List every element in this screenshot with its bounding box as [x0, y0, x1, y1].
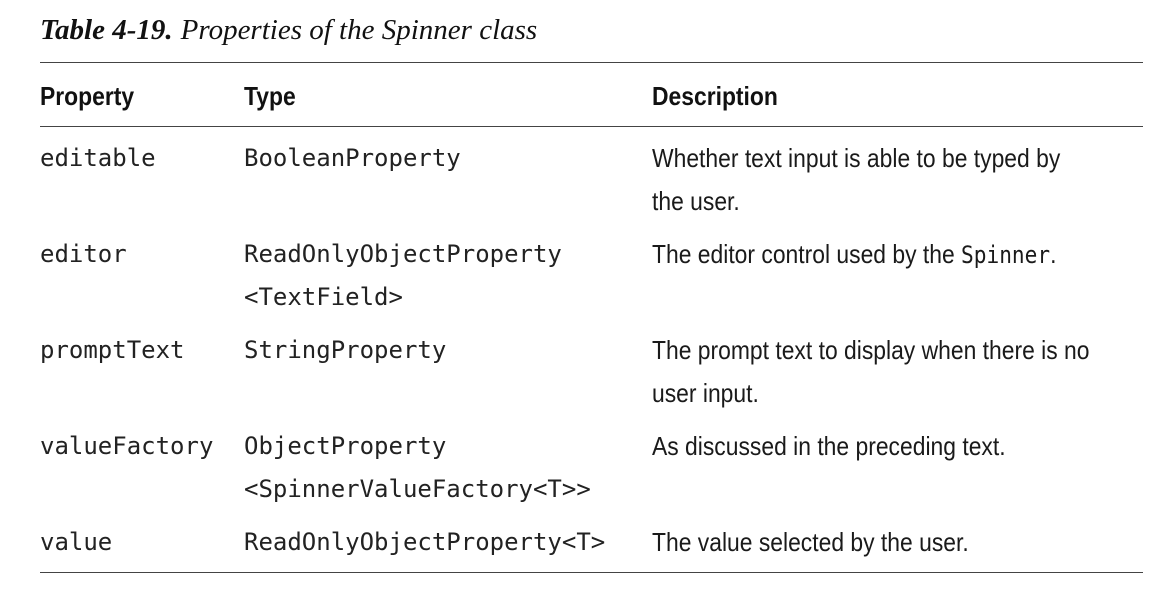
description-code: Spinner	[961, 241, 1051, 269]
header-description: Description	[652, 81, 778, 111]
row-description: The prompt text to display when there is…	[652, 329, 1145, 415]
row-description: As discussed in the preceding text.	[652, 431, 1006, 461]
row-type: StringProperty	[244, 336, 447, 364]
description-line: user input.	[652, 378, 759, 408]
row-property: value	[40, 528, 113, 556]
row-description: The editor control used by the Spinner.	[652, 233, 1145, 277]
description-text: .	[1050, 239, 1057, 269]
bottom-rule	[40, 572, 1143, 573]
row-property: editable	[40, 144, 156, 172]
type-line: ReadOnlyObjectProperty	[244, 240, 562, 268]
row-description: Whether text input is able to be typed b…	[652, 137, 1145, 223]
type-line: <SpinnerValueFactory<T>>	[244, 475, 591, 503]
header-rule	[40, 126, 1143, 127]
row-type: ReadOnlyObjectProperty <TextField>	[244, 233, 562, 319]
row-property: valueFactory	[40, 432, 214, 460]
table-caption: Table 4-19.Properties of the Spinner cla…	[40, 14, 537, 47]
row-description: The value selected by the user.	[652, 527, 969, 557]
row-type: ReadOnlyObjectProperty<T>	[244, 528, 606, 556]
row-type: BooleanProperty	[244, 144, 461, 172]
type-line: <TextField>	[244, 283, 403, 311]
description-line: the user.	[652, 186, 740, 216]
description-text: The editor control used by the	[652, 239, 962, 269]
description-line: Whether text input is able to be typed b…	[652, 143, 1061, 173]
top-rule	[40, 62, 1143, 63]
row-type: ObjectProperty <SpinnerValueFactory<T>>	[244, 425, 591, 511]
table-title: Properties of the Spinner class	[180, 14, 538, 46]
type-line: ObjectProperty	[244, 432, 447, 460]
table-number: Table 4-19.	[40, 14, 173, 46]
description-line: The prompt text to display when there is…	[652, 335, 1090, 365]
row-property: editor	[40, 240, 127, 268]
header-property: Property	[40, 81, 135, 111]
header-type: Type	[244, 81, 296, 111]
row-property: promptText	[40, 336, 185, 364]
